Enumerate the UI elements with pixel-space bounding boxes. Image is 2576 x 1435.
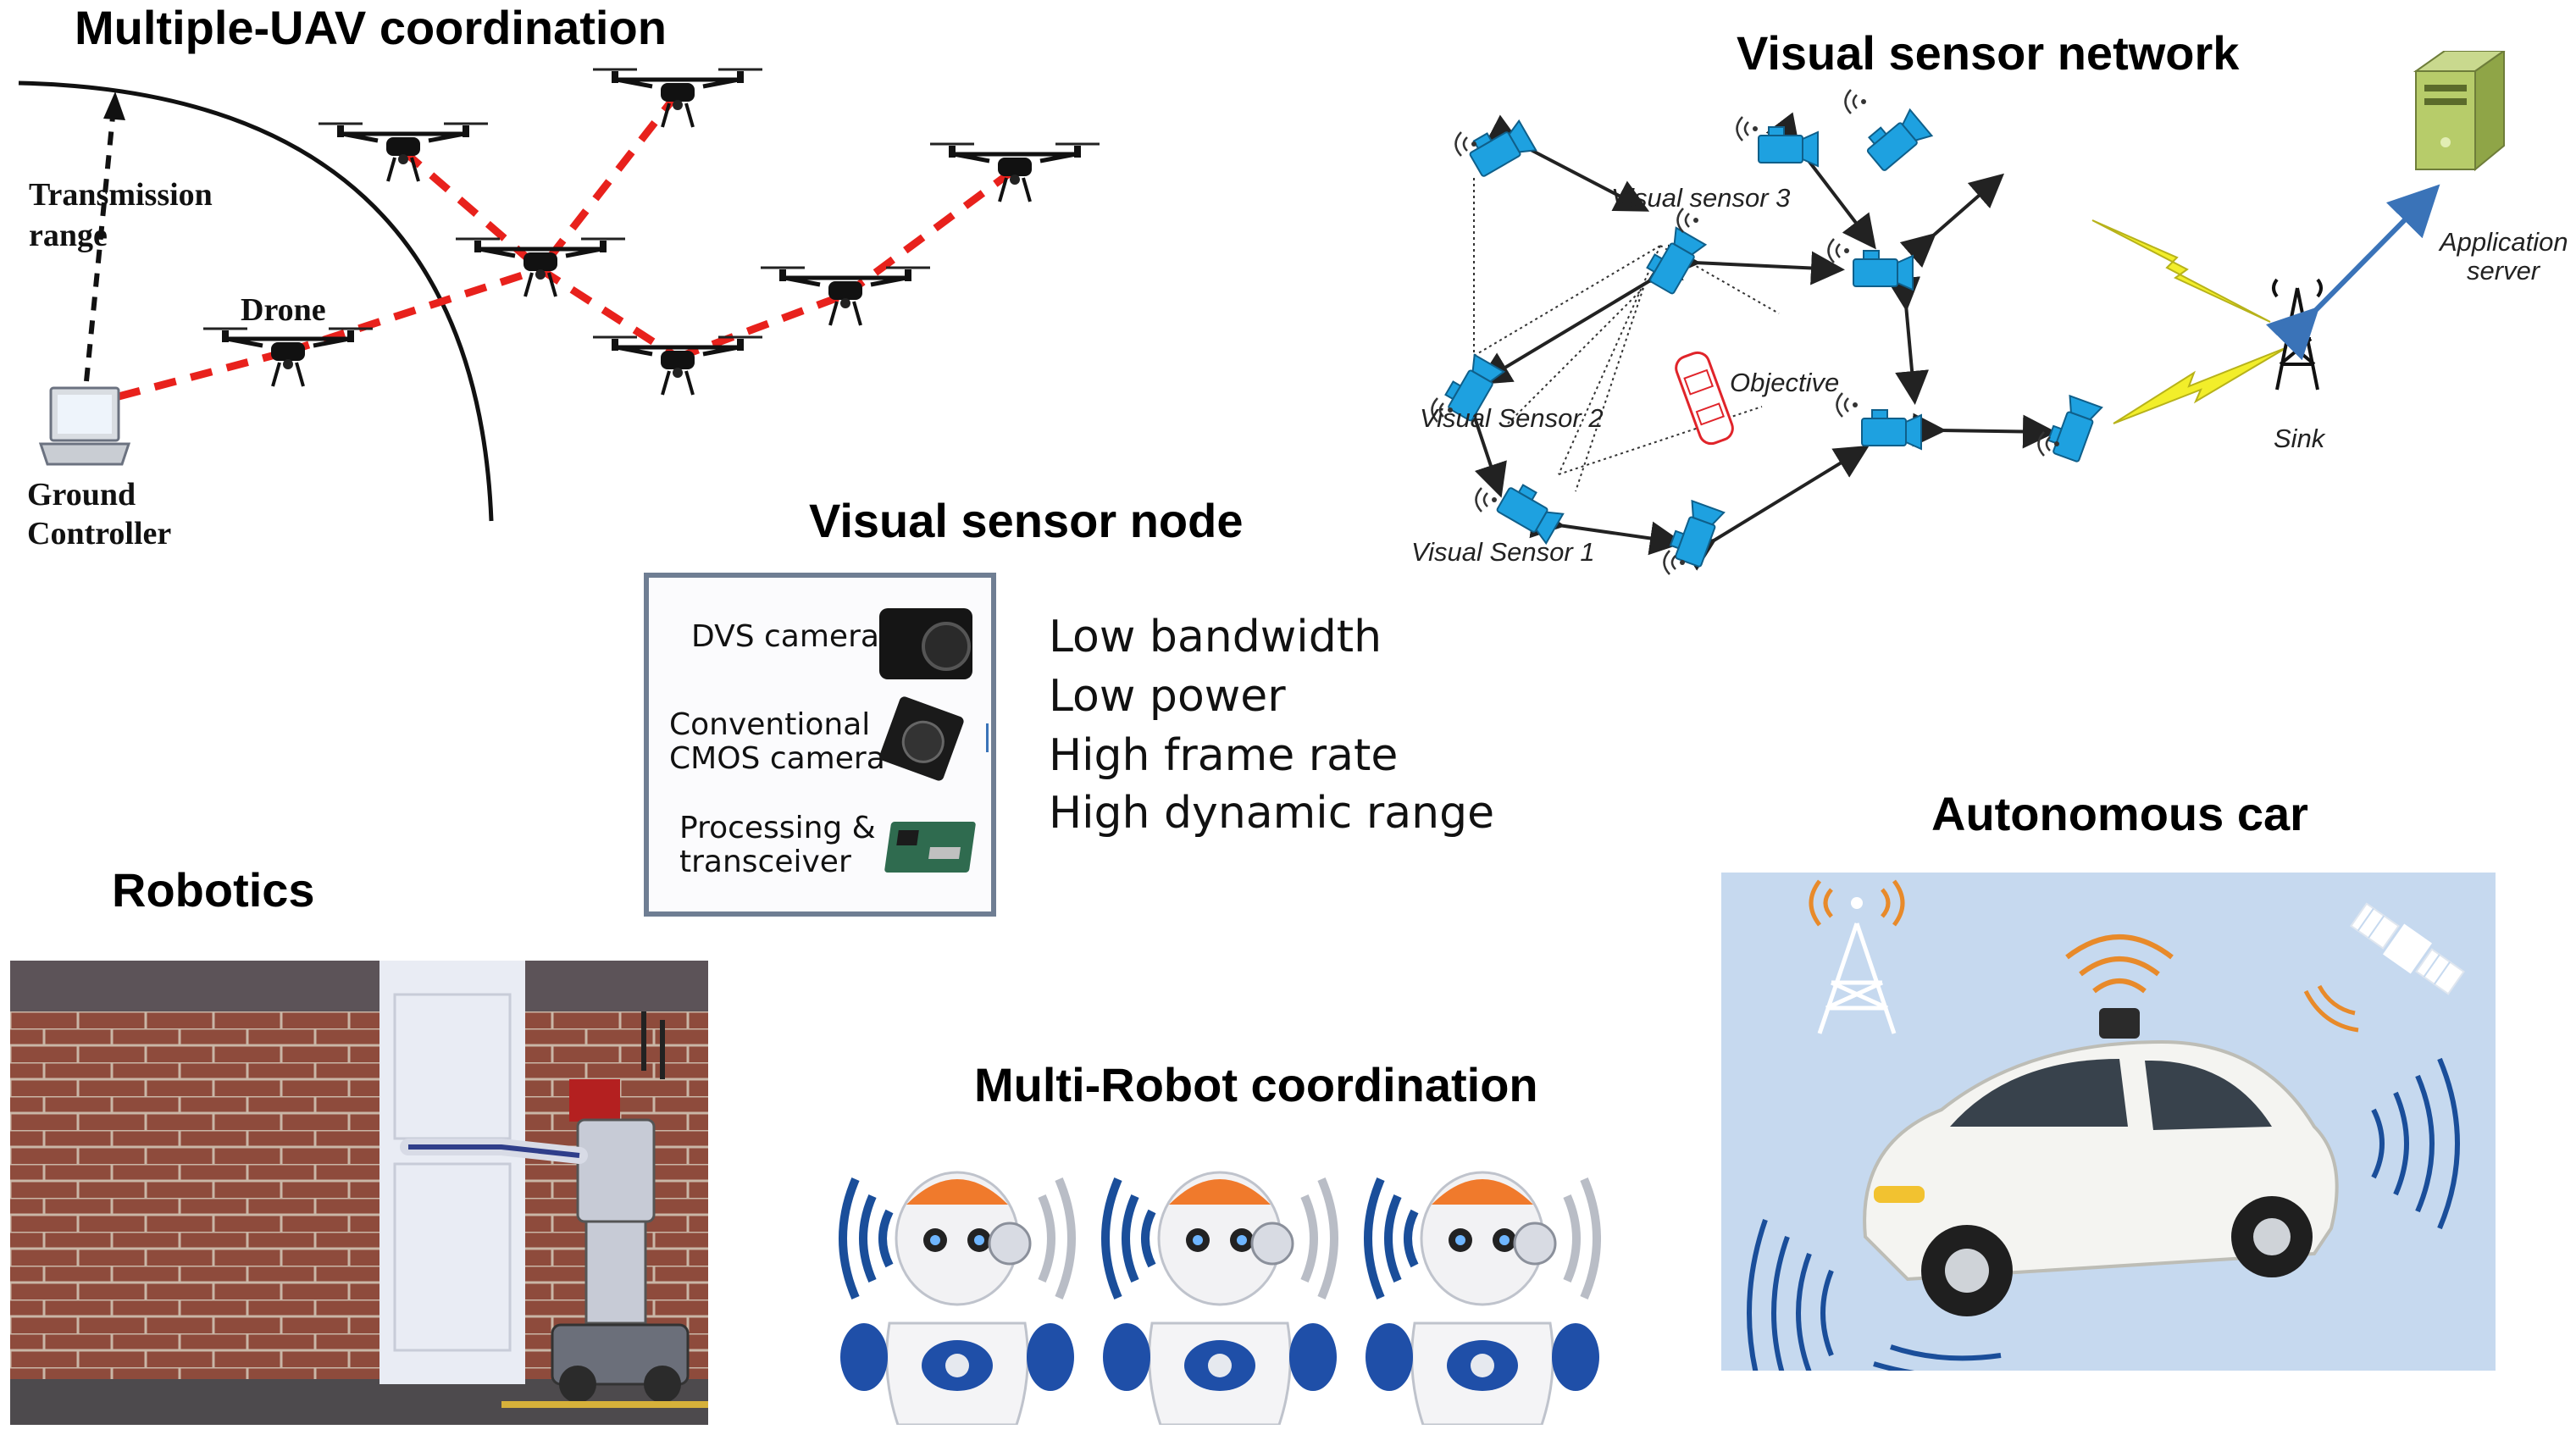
sensor-node-box: DVS camera Conventional CMOS camera Proc… <box>644 573 996 917</box>
objective-label: Objective <box>1730 368 1840 397</box>
satellite-icon <box>2350 902 2465 995</box>
autonomous-car-image <box>1721 873 2496 1371</box>
ground-label: Ground <box>27 477 136 512</box>
dvs-camera-label: DVS camera <box>691 619 879 654</box>
feature-item: Low power <box>1049 671 1286 722</box>
laptop-icon <box>38 386 131 466</box>
processing-board-icon <box>884 822 977 873</box>
sensor1-label: Visual Sensor 1 <box>1411 537 1595 567</box>
processing-label-1: Processing & <box>679 811 876 845</box>
objective-car-icon <box>1675 351 1734 446</box>
range-label: range <box>29 218 108 253</box>
app-server-label-2: server <box>2467 256 2540 285</box>
sink-label: Sink <box>2274 424 2325 453</box>
drone-label: Drone <box>241 292 326 328</box>
controller-label: Controller <box>27 516 172 551</box>
vsn-diagram <box>1431 51 2506 576</box>
feature-item: Low bandwidth <box>1049 612 1382 662</box>
cell-tower-icon <box>1817 922 1897 1034</box>
sensor2-label: Visual Sensor 2 <box>1420 403 1604 433</box>
feature-item: High frame rate <box>1049 730 1399 781</box>
uav-title: Multiple-UAV coordination <box>75 1 667 54</box>
sink-tower-icon <box>2272 278 2323 391</box>
vsn-title: Visual sensor network <box>1737 26 2240 80</box>
car-icon <box>1863 1008 2339 1316</box>
feature-item: High dynamic range <box>1049 788 1495 839</box>
cmos-label-1: Conventional <box>669 707 871 742</box>
processing-label-2: transceiver <box>679 845 851 879</box>
application-server-icon <box>2413 51 2506 172</box>
cmos-camera-icon <box>878 695 966 783</box>
transmission-label: Transmission <box>29 177 213 213</box>
multi-robot-image <box>830 1145 1601 1425</box>
connector-bracket <box>986 723 999 752</box>
app-server-label-1: Application <box>2440 227 2568 257</box>
dvs-camera-icon <box>879 608 972 679</box>
humanoid-robot-icon <box>400 1011 690 1403</box>
multirobot-title: Multi-Robot coordination <box>974 1058 1538 1111</box>
uav-diagram <box>18 0 1127 522</box>
robotics-photo <box>10 961 708 1425</box>
sensor3-label: Visual sensor 3 <box>1611 183 1791 213</box>
cmos-label-2: CMOS camera <box>669 741 885 776</box>
robotics-title: Robotics <box>112 863 315 917</box>
node-title: Visual sensor node <box>809 494 1244 547</box>
car-title: Autonomous car <box>1931 787 2308 840</box>
